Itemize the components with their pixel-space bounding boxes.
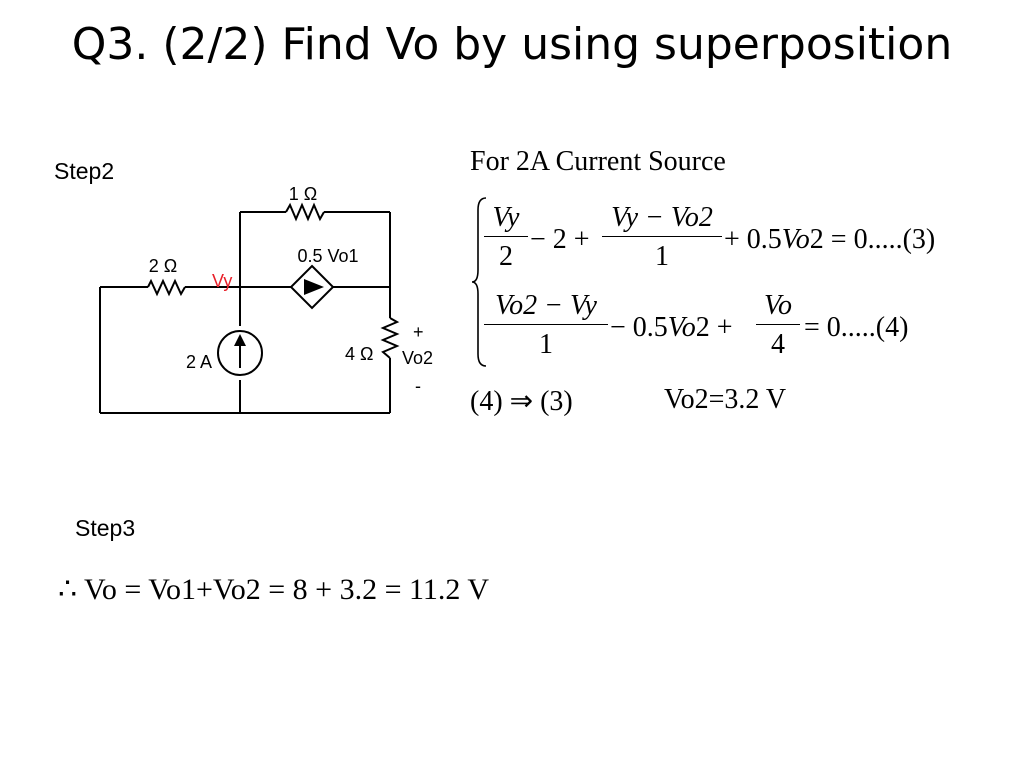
resistor-2ohm bbox=[147, 278, 186, 297]
eq3-frac2-num: Vy − Vo2 bbox=[611, 202, 713, 233]
eq3-frac1-num: Vy bbox=[492, 202, 520, 233]
eq4-seg1-c: 2 + bbox=[695, 312, 733, 343]
final-result: ∴ Vo = Vo1+Vo2 = 8 + 3.2 = 11.2 V bbox=[58, 573, 490, 606]
step2-label: Step2 bbox=[54, 158, 115, 184]
vo2-label: Vo2 bbox=[402, 348, 433, 368]
node-vy-label: Vy bbox=[212, 271, 232, 291]
eq3-seg2-a: + 0.5 bbox=[724, 224, 782, 255]
vo2-plus: + bbox=[413, 322, 424, 342]
eq4-fraction-1: Vo2 − Vy 1 bbox=[484, 290, 608, 361]
eq4-seg1-b: Vo bbox=[667, 312, 696, 343]
current-source-arrow-head bbox=[234, 334, 246, 346]
eq3-seg2-b: Vo bbox=[781, 224, 810, 255]
vo2-minus: - bbox=[415, 376, 421, 396]
label-dependent-source: 0.5 Vo1 bbox=[297, 246, 358, 266]
eq4-frac1-num: Vo2 − Vy bbox=[495, 290, 597, 321]
resistor-4ohm bbox=[380, 317, 400, 359]
resistor-1ohm bbox=[285, 202, 325, 222]
equation-brace bbox=[471, 197, 487, 367]
eq4-frac2-den: 4 bbox=[771, 329, 785, 360]
eq3-segment-2: + 0.5Vo2 = 0.....(3) bbox=[724, 224, 935, 256]
dependent-source-arrow bbox=[304, 279, 324, 295]
eq3-frac1-den: 2 bbox=[499, 241, 513, 272]
eq3-fraction-1: Vy 2 bbox=[484, 202, 528, 273]
eq3-frac2-den: 1 bbox=[655, 241, 669, 272]
eq3-segment-1: − 2 + bbox=[530, 224, 590, 255]
vo2-result: Vo2=3.2 V bbox=[664, 384, 787, 415]
dependent-source-diamond bbox=[289, 264, 335, 310]
equation-heading: For 2A Current Source bbox=[470, 146, 726, 177]
slide-title: Q3. (2/2) Find Vo by using superposition bbox=[71, 19, 953, 70]
eq4-segment-1: − 0.5Vo2 + bbox=[610, 312, 733, 344]
label-4ohm: 4 Ω bbox=[345, 344, 373, 364]
eq4-seg1-a: − 0.5 bbox=[610, 312, 668, 343]
eq4-segment-2: = 0.....(4) bbox=[804, 312, 909, 343]
step3-label: Step3 bbox=[75, 515, 136, 541]
substitution-text: (4) ⇒ (3) bbox=[470, 386, 573, 417]
eq4-frac2-num: Vo bbox=[764, 290, 792, 321]
label-2a: 2 A bbox=[186, 352, 212, 372]
eq3-seg2-c: 2 = 0.....(3) bbox=[809, 224, 936, 255]
eq4-fraction-2: Vo 4 bbox=[756, 290, 800, 361]
label-2ohm: 2 Ω bbox=[149, 256, 177, 276]
label-1ohm: 1 Ω bbox=[289, 184, 317, 204]
current-source-2a bbox=[217, 330, 263, 376]
eq3-fraction-2: Vy − Vo2 1 bbox=[602, 202, 722, 273]
eq4-frac1-den: 1 bbox=[539, 329, 553, 360]
